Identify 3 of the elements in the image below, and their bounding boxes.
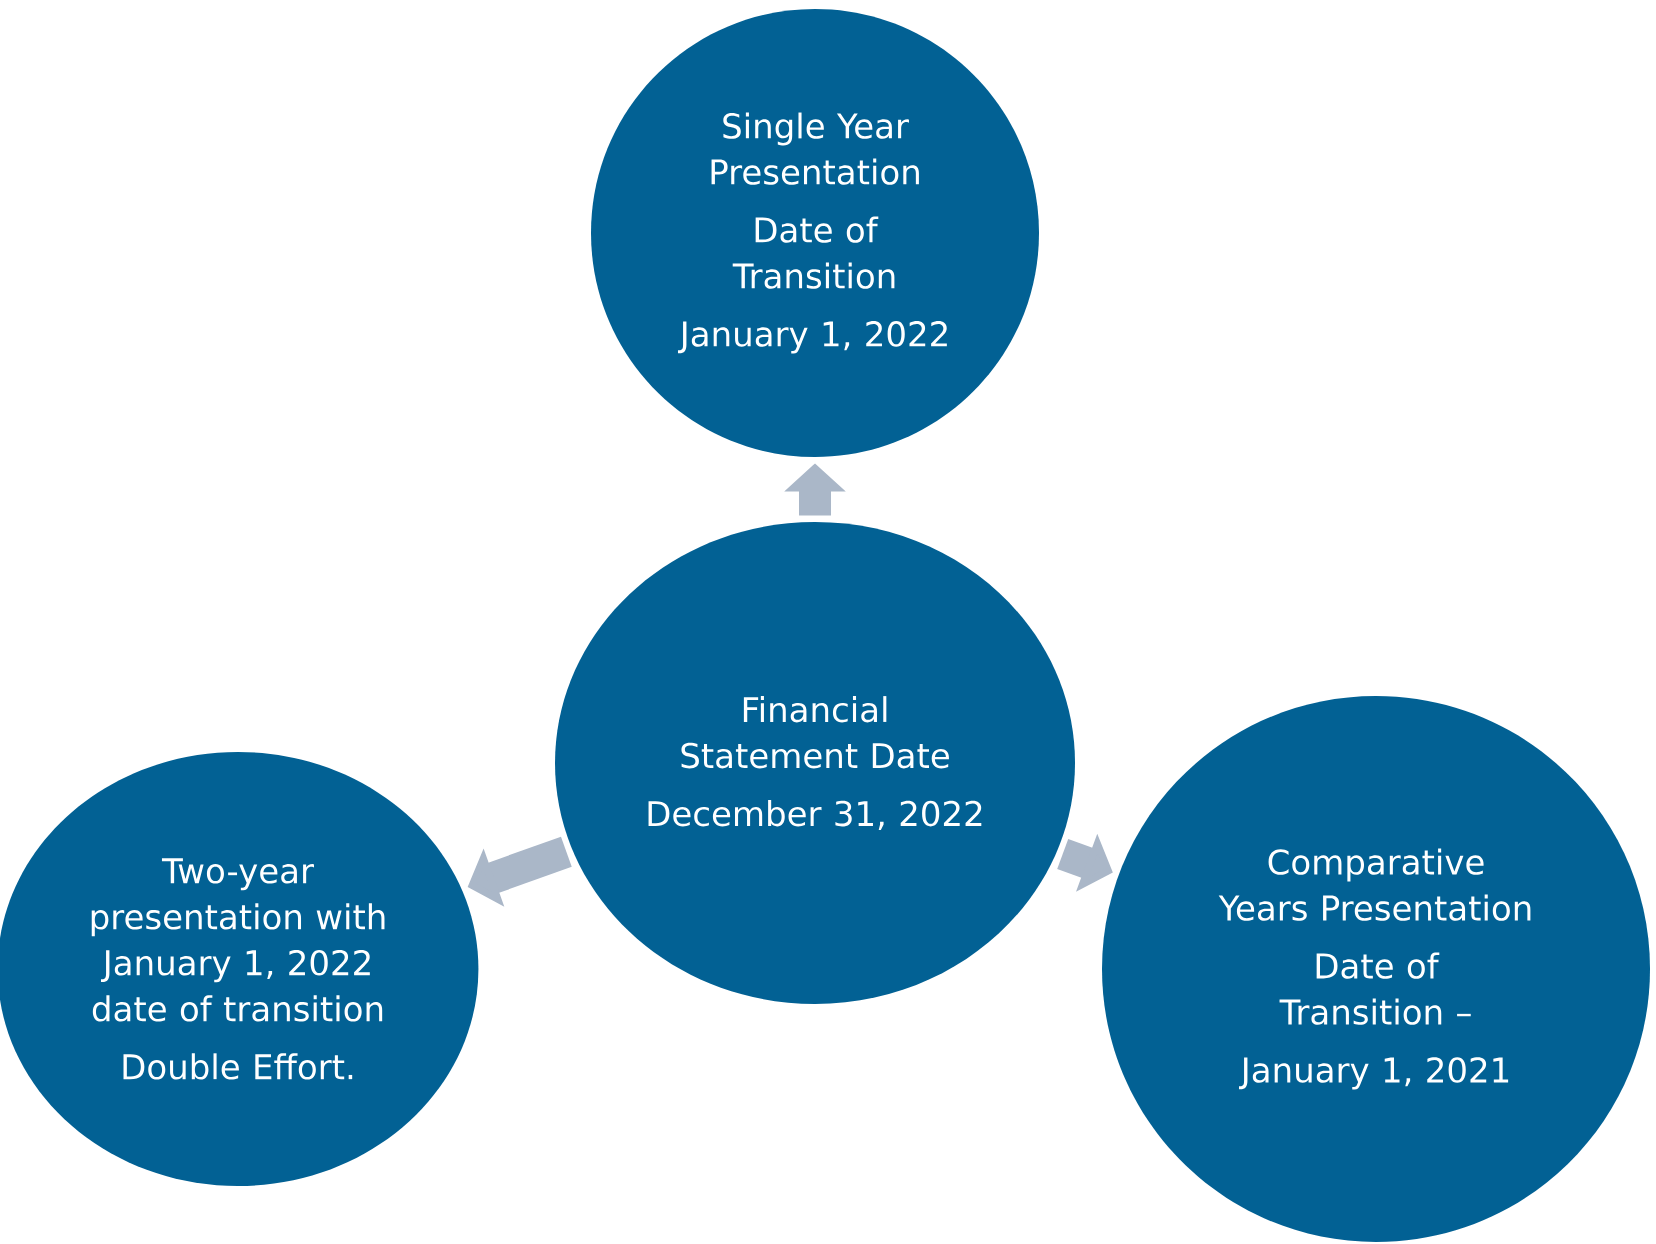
circle-node: Financial Statement Date December 31, 2022 — [555, 522, 1075, 1004]
circle-node: Comparative Years Presentation Date of Transition – January 1, 2021 — [1102, 696, 1650, 1242]
circle-node: Single Year Presentation Date of Transition January 1, 2022 — [591, 9, 1039, 457]
